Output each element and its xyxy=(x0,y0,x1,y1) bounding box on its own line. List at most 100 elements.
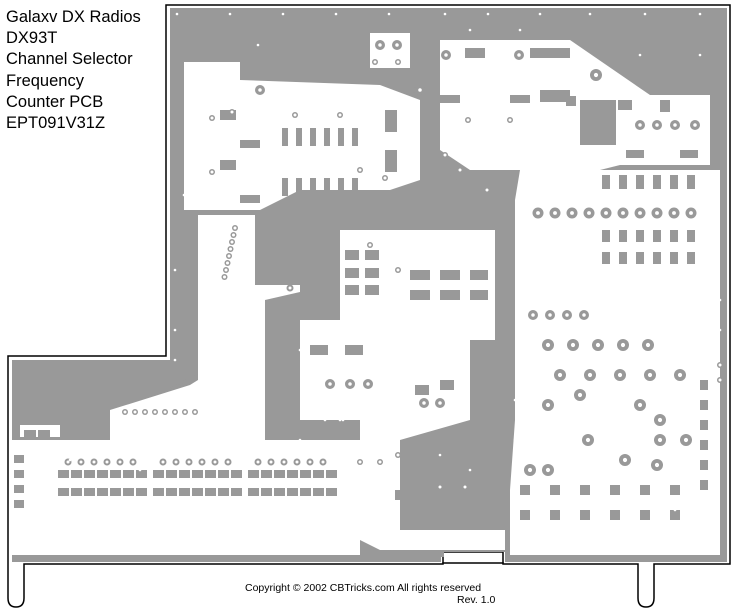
drill-hole xyxy=(269,460,273,464)
smd-pad xyxy=(136,470,147,478)
drill-hole xyxy=(604,211,608,215)
drill-hole xyxy=(368,243,372,247)
smd-pad xyxy=(670,485,680,495)
drill-hole xyxy=(383,176,387,180)
smd-pad xyxy=(530,48,570,58)
clearance-right xyxy=(510,170,720,555)
smd-pad xyxy=(313,488,324,496)
drill-hole xyxy=(620,342,626,348)
drill-hole xyxy=(288,286,292,290)
smd-pad xyxy=(618,100,632,110)
smd-pad xyxy=(287,470,298,478)
smd-pad xyxy=(410,35,435,47)
smd-pad xyxy=(248,488,259,496)
via-dot xyxy=(258,448,262,452)
board-notch xyxy=(442,551,504,563)
drill-hole xyxy=(174,460,178,464)
smd-pad xyxy=(415,385,429,395)
via-dot xyxy=(228,388,232,392)
smd-pad xyxy=(670,510,680,520)
smd-pad xyxy=(274,470,285,478)
smd-pad xyxy=(345,285,359,295)
via-dot xyxy=(68,458,72,462)
smd-pad xyxy=(123,488,134,496)
drill-hole xyxy=(621,211,625,215)
drill-hole xyxy=(321,460,325,464)
smd-pad xyxy=(166,488,177,496)
drill-hole xyxy=(638,123,642,127)
title-line-function-3: Counter PCB xyxy=(6,92,104,111)
smd-pad xyxy=(687,175,695,189)
drill-hole xyxy=(718,363,722,367)
smd-pad xyxy=(636,230,644,242)
smd-pad xyxy=(602,252,610,264)
smd-pad xyxy=(610,485,620,495)
smd-pad xyxy=(205,50,223,58)
via-dot xyxy=(281,12,285,16)
smd-pad xyxy=(352,128,358,146)
smd-pad xyxy=(300,488,311,496)
via-dot xyxy=(298,348,302,352)
clearance-layer xyxy=(12,33,720,555)
drill-hole xyxy=(422,401,426,405)
drill-hole xyxy=(565,313,569,317)
drill-hole xyxy=(718,378,722,382)
via-dot xyxy=(698,12,702,16)
smd-pad xyxy=(580,485,590,495)
drill-hole xyxy=(466,118,470,122)
via-dot xyxy=(718,328,722,332)
smd-pad xyxy=(225,50,243,58)
smd-pad xyxy=(231,470,242,478)
smd-pad xyxy=(465,48,485,58)
smd-pad xyxy=(470,270,488,280)
drill-hole xyxy=(657,417,663,423)
smd-pad xyxy=(510,95,530,103)
drill-hole xyxy=(527,467,533,473)
drill-hole xyxy=(545,467,551,473)
smd-pad xyxy=(653,230,661,242)
drill-hole xyxy=(593,72,599,78)
smd-pad xyxy=(110,488,121,496)
smd-pad xyxy=(352,178,358,196)
smd-pad xyxy=(205,488,216,496)
smd-pad xyxy=(670,230,678,242)
smd-pad xyxy=(365,268,379,278)
smd-pad xyxy=(14,485,24,493)
via-dot xyxy=(613,173,617,177)
drill-hole xyxy=(395,43,399,47)
drill-hole xyxy=(358,460,362,464)
drill-hole xyxy=(229,247,232,251)
title-line-model: DX93T xyxy=(6,29,58,48)
smd-pad xyxy=(179,488,190,496)
clearance-center xyxy=(300,230,505,550)
drill-hole xyxy=(143,410,147,414)
drill-hole xyxy=(645,342,651,348)
smd-pad xyxy=(110,470,121,478)
smd-pad xyxy=(14,470,24,478)
drill-hole xyxy=(210,170,214,174)
copyright-text: Copyright © 2002 CBTricks.com All rights… xyxy=(245,582,482,594)
drill-hole xyxy=(587,372,593,378)
smd-pad xyxy=(653,175,661,189)
drill-hole xyxy=(66,460,70,464)
via-dot xyxy=(443,12,447,16)
drill-hole xyxy=(227,254,231,258)
drill-hole xyxy=(338,113,342,117)
via-dot xyxy=(518,28,522,32)
title-line-function-2: Frequency xyxy=(6,71,84,90)
drill-hole xyxy=(444,53,448,57)
drill-hole xyxy=(557,372,563,378)
drill-hole xyxy=(418,88,422,92)
smd-pad xyxy=(71,470,82,478)
drill-hole xyxy=(396,453,400,457)
smd-pad xyxy=(700,380,708,390)
smd-pad xyxy=(365,250,379,260)
drill-hole xyxy=(517,53,521,57)
via-dot xyxy=(323,418,327,422)
smd-pad xyxy=(653,252,661,264)
smd-pad xyxy=(192,488,203,496)
drill-hole xyxy=(438,401,442,405)
via-dot xyxy=(341,418,345,422)
drill-hole xyxy=(230,110,234,114)
smd-pad xyxy=(670,175,678,189)
